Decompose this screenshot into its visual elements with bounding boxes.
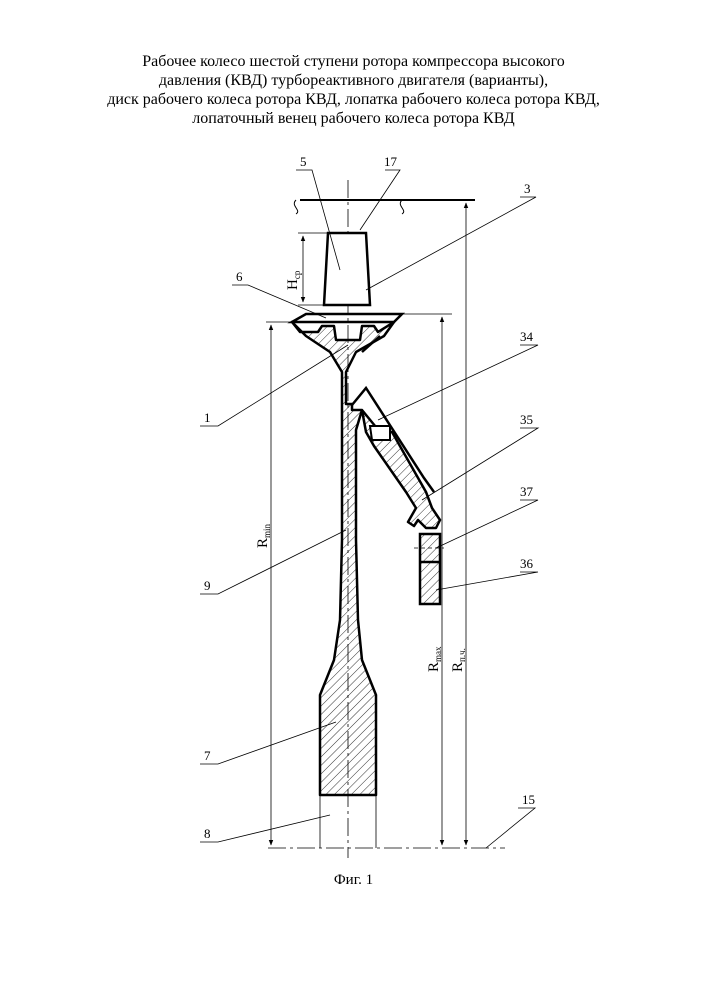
callout-9: 9 — [204, 578, 211, 593]
disk-body — [292, 322, 440, 795]
callout-35: 35 — [520, 412, 533, 427]
callout-7: 7 — [204, 748, 211, 763]
callout-15: 15 — [522, 792, 535, 807]
r-min-label: Rmin — [255, 523, 272, 548]
callout-1: 1 — [204, 410, 211, 425]
callout-6: 6 — [236, 269, 243, 284]
callout-17: 17 — [384, 154, 398, 169]
callout-36: 36 — [520, 556, 534, 571]
callout-8: 8 — [204, 826, 211, 841]
callout-34: 34 — [520, 329, 534, 344]
r-pch-label: Rп.ч. — [450, 648, 467, 672]
h-cp-label: Hср — [285, 270, 302, 290]
seal-ring — [420, 534, 440, 604]
blade-platform — [292, 314, 402, 322]
figure-caption: Фиг. 1 — [0, 872, 707, 889]
break-line — [294, 200, 297, 214]
r-max-label: Rmax — [426, 646, 443, 672]
callout-3: 3 — [524, 181, 531, 196]
callout-5: 5 — [300, 154, 307, 169]
blade-airfoil — [324, 233, 370, 305]
callout-37: 37 — [520, 484, 534, 499]
